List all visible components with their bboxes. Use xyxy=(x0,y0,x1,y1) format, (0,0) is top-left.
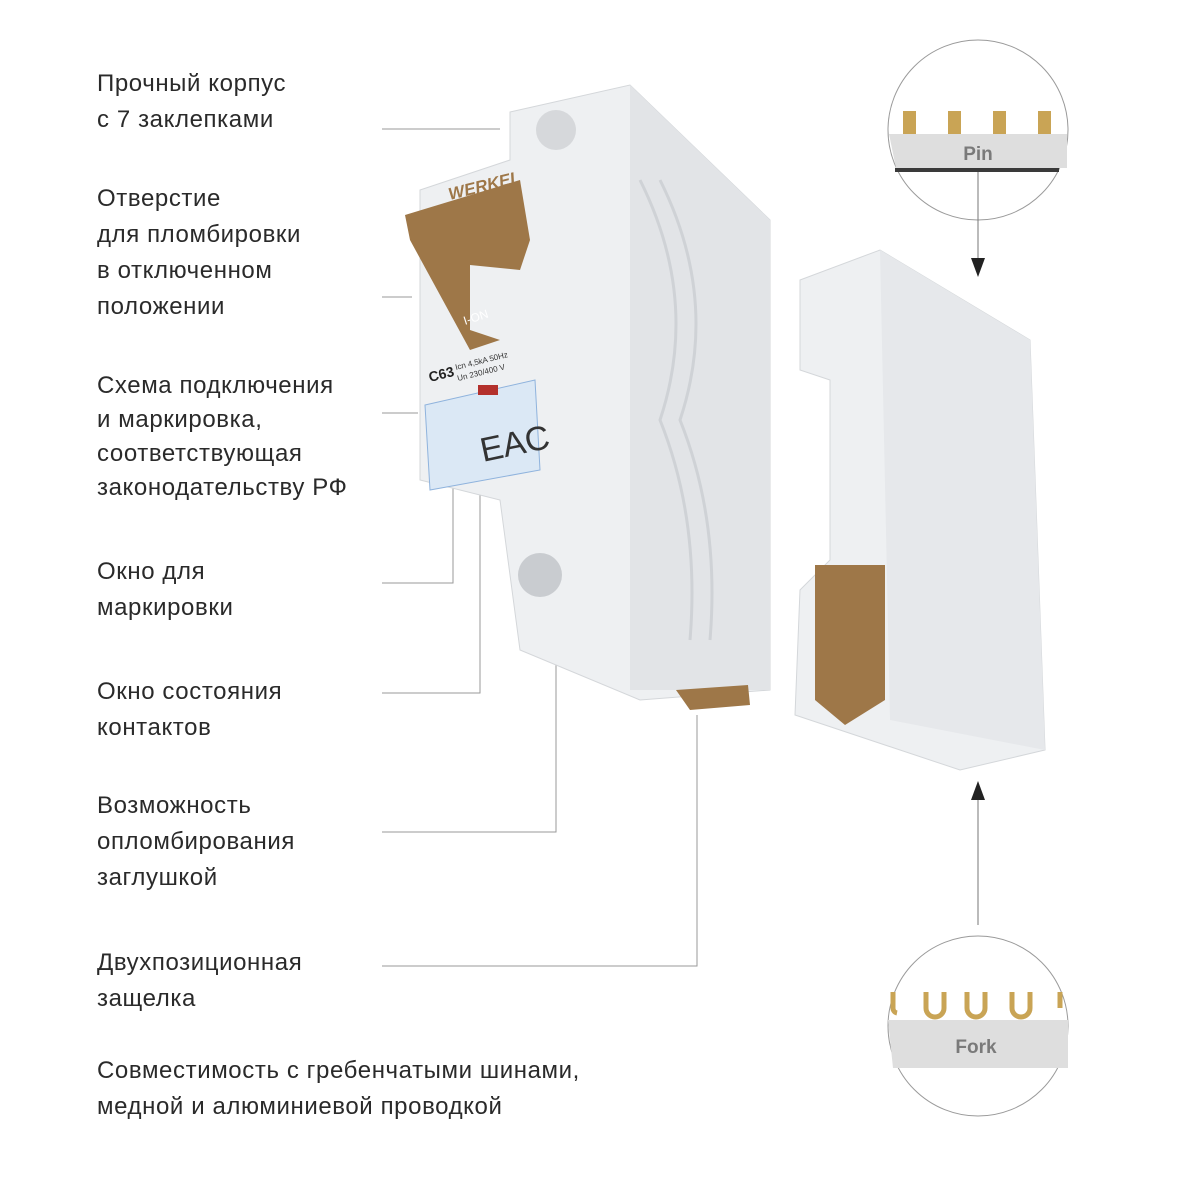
breaker-front: WERKEL I-ON C63 Icn 4,5kA 50Hz Un 230/40… xyxy=(405,84,771,710)
feature-two-position-latch: Двухпозиционная защелка xyxy=(97,949,303,1012)
feature-contact-window: Окно состояния контактов xyxy=(97,678,283,741)
fork-busbar-callout: Fork xyxy=(887,781,1069,1117)
feature-label-window: Окно для маркировки xyxy=(97,558,234,621)
feature-busbar-compat: Совместимость с гребенчатыми шинами, мед… xyxy=(97,1057,580,1120)
din-latch xyxy=(676,685,750,710)
rear-latch xyxy=(815,565,885,725)
label-window xyxy=(424,379,541,491)
feature-marking-scheme: Схема подключения и маркировка, соответс… xyxy=(97,372,348,501)
feature-rivets: Прочный корпус с 7 заклепками xyxy=(97,70,287,133)
toggle-handle xyxy=(405,180,530,350)
breaker-rear xyxy=(794,249,1046,771)
arrow-down-icon xyxy=(971,258,985,277)
feature-seal-hole: Отверстие для пломбировки в отключенном … xyxy=(97,185,302,320)
pin-busbar-callout: Pin xyxy=(887,39,1069,277)
svg-text:Fork: Fork xyxy=(955,1037,997,1058)
contact-status-window xyxy=(478,385,498,395)
arrow-up-icon xyxy=(971,781,985,800)
svg-text:Pin: Pin xyxy=(963,144,993,165)
svg-text:C63: C63 xyxy=(427,363,456,385)
feature-cap-sealing: Возможность опломбирования заглушкой xyxy=(97,792,295,891)
